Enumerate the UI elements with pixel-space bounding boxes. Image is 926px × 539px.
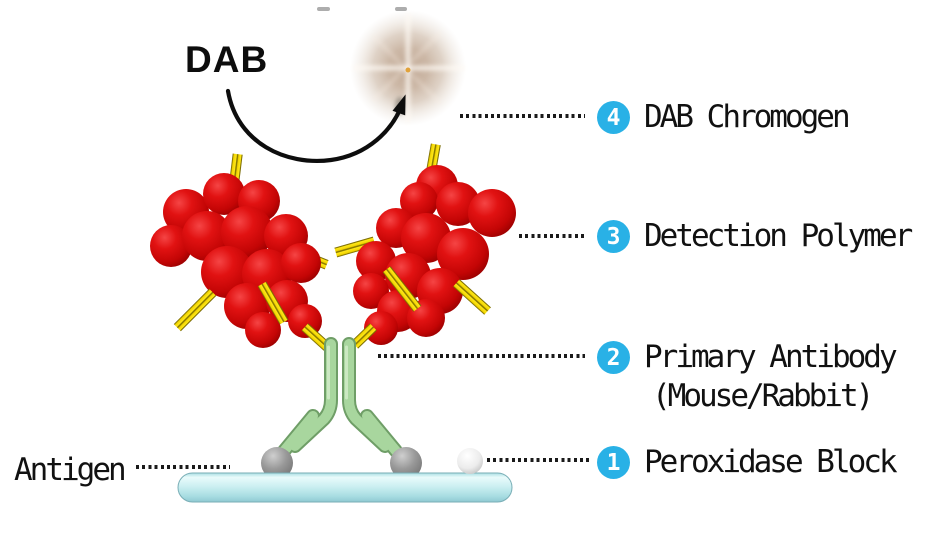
step-2-number: 2 — [606, 344, 621, 371]
antigen-bar — [177, 472, 513, 503]
reaction-arrow — [225, 88, 406, 163]
callout-primary-antibody: 2 Primary Antibody (Mouse/Rabbit) — [597, 339, 898, 414]
step-2-badge: 2 — [597, 341, 630, 374]
step-3-number: 3 — [606, 223, 621, 250]
step-3-badge: 3 — [597, 220, 630, 253]
polymer-antibody-linkers — [301, 323, 377, 351]
step-1-number: 1 — [606, 449, 621, 476]
step-4-badge: 4 — [597, 101, 630, 134]
primary-antibody-shape — [277, 337, 403, 458]
detection-polymer-left-cluster — [150, 153, 329, 348]
callout-label-detection-polymer: Detection Polymer — [644, 218, 913, 254]
callout-label-primary-antibody: Primary Antibody (Mouse/Rabbit) — [644, 339, 898, 414]
peroxidase-block-sphere — [457, 448, 483, 474]
primary-antibody-line1: Primary Antibody — [644, 339, 898, 375]
dotted-leader-line-block — [487, 458, 591, 462]
top-edge-smudges — [317, 7, 407, 11]
dotted-leader-line-polymer — [519, 234, 585, 238]
primary-antibody-line2: (Mouse/Rabbit) — [652, 378, 874, 414]
dotted-leader-line-antibody — [378, 354, 585, 358]
callout-label-dab-chromogen: DAB Chromogen — [644, 99, 851, 135]
callout-detection-polymer: 3 Detection Polymer — [597, 218, 913, 254]
blob-center-dot — [405, 67, 411, 73]
epitope-sphere-left — [261, 447, 293, 479]
dab-label: DAB — [185, 39, 269, 80]
step-4-number: 4 — [606, 104, 621, 131]
dotted-leader-line-chromogen — [460, 114, 585, 118]
dotted-leader-line-antigen — [136, 465, 230, 469]
callout-peroxidase-block: 1 Peroxidase Block — [597, 444, 898, 480]
callout-label-peroxidase-block: Peroxidase Block — [644, 444, 898, 480]
dab-chromogen-blob — [350, 10, 466, 126]
antigen-label: Antigen — [14, 452, 127, 488]
detection-polymer-right-cluster — [334, 143, 516, 345]
step-1-badge: 1 — [597, 446, 630, 479]
callout-dab-chromogen: 4 DAB Chromogen — [597, 99, 851, 135]
epitope-sphere-right — [390, 447, 422, 479]
